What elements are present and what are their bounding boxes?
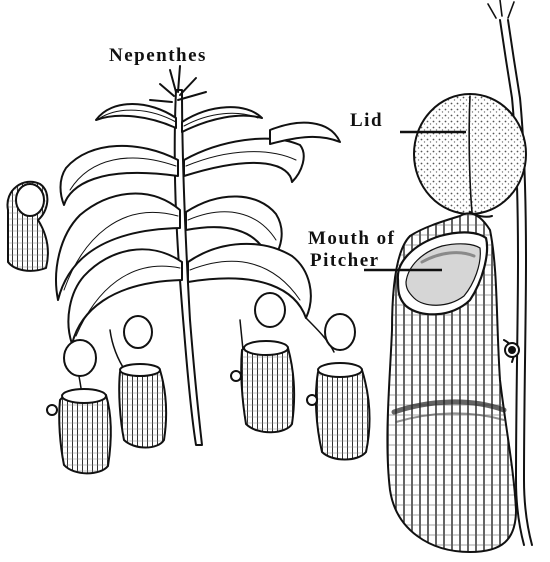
pitcher-enlarged bbox=[387, 0, 532, 552]
leaf-low-right bbox=[188, 244, 311, 318]
pitcher-small-2 bbox=[119, 316, 166, 448]
lid-label: Lid bbox=[350, 110, 383, 132]
diagram-title: Nepenthes bbox=[109, 45, 207, 67]
leaf-upper-right bbox=[182, 107, 262, 132]
leaf-far-right bbox=[270, 123, 340, 144]
pitcher-small-1 bbox=[47, 340, 111, 473]
pitcher-small-4 bbox=[307, 314, 369, 460]
pitcher-small-3 bbox=[231, 293, 294, 432]
mouth-label-line1: Mouth of bbox=[308, 228, 395, 250]
mouth-label-line2: Pitcher bbox=[310, 250, 380, 272]
